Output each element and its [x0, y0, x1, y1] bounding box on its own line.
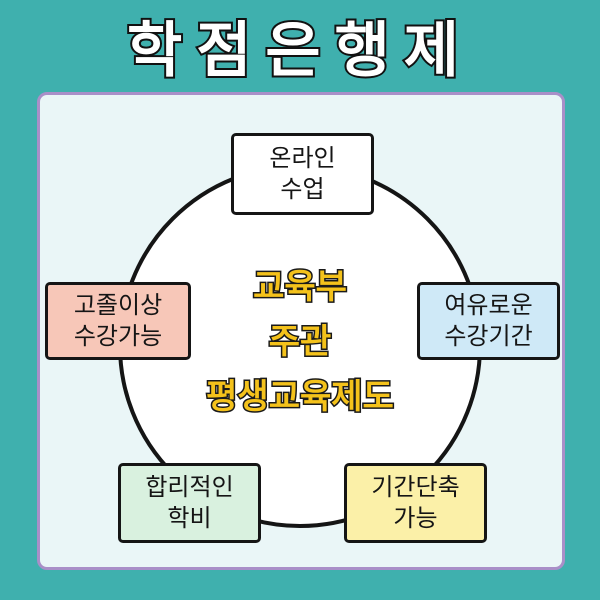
- node-line-2: 수강기간: [444, 322, 533, 350]
- center-line-2: 주관: [267, 321, 333, 364]
- node-line-2: 학비: [167, 504, 212, 532]
- node-line-1: 온라인: [269, 144, 336, 172]
- node-line-1: 합리적인: [145, 473, 234, 501]
- node-flexible-period: 여유로운 수강기간: [417, 282, 560, 360]
- node-eligibility: 고졸이상 수강가능: [45, 282, 191, 360]
- center-line-3: 평생교육제도: [205, 376, 396, 419]
- center-line-1: 교육부: [252, 266, 349, 309]
- node-line-2: 수업: [280, 175, 325, 203]
- node-reasonable-tuition: 합리적인 학비: [118, 463, 261, 543]
- node-line-2: 수강가능: [73, 322, 163, 350]
- node-line-1: 여유로운: [444, 291, 533, 319]
- node-line-1: 기간단축: [371, 473, 460, 501]
- node-shortened-period: 기간단축 가능: [344, 463, 487, 543]
- node-online-class: 온라인 수업: [231, 133, 374, 215]
- node-line-1: 고졸이상: [73, 291, 163, 319]
- node-line-2: 가능: [393, 504, 438, 532]
- center-label: 교육부 주관 평생교육제도: [180, 260, 420, 425]
- page-title: 학점은행제: [125, 14, 473, 88]
